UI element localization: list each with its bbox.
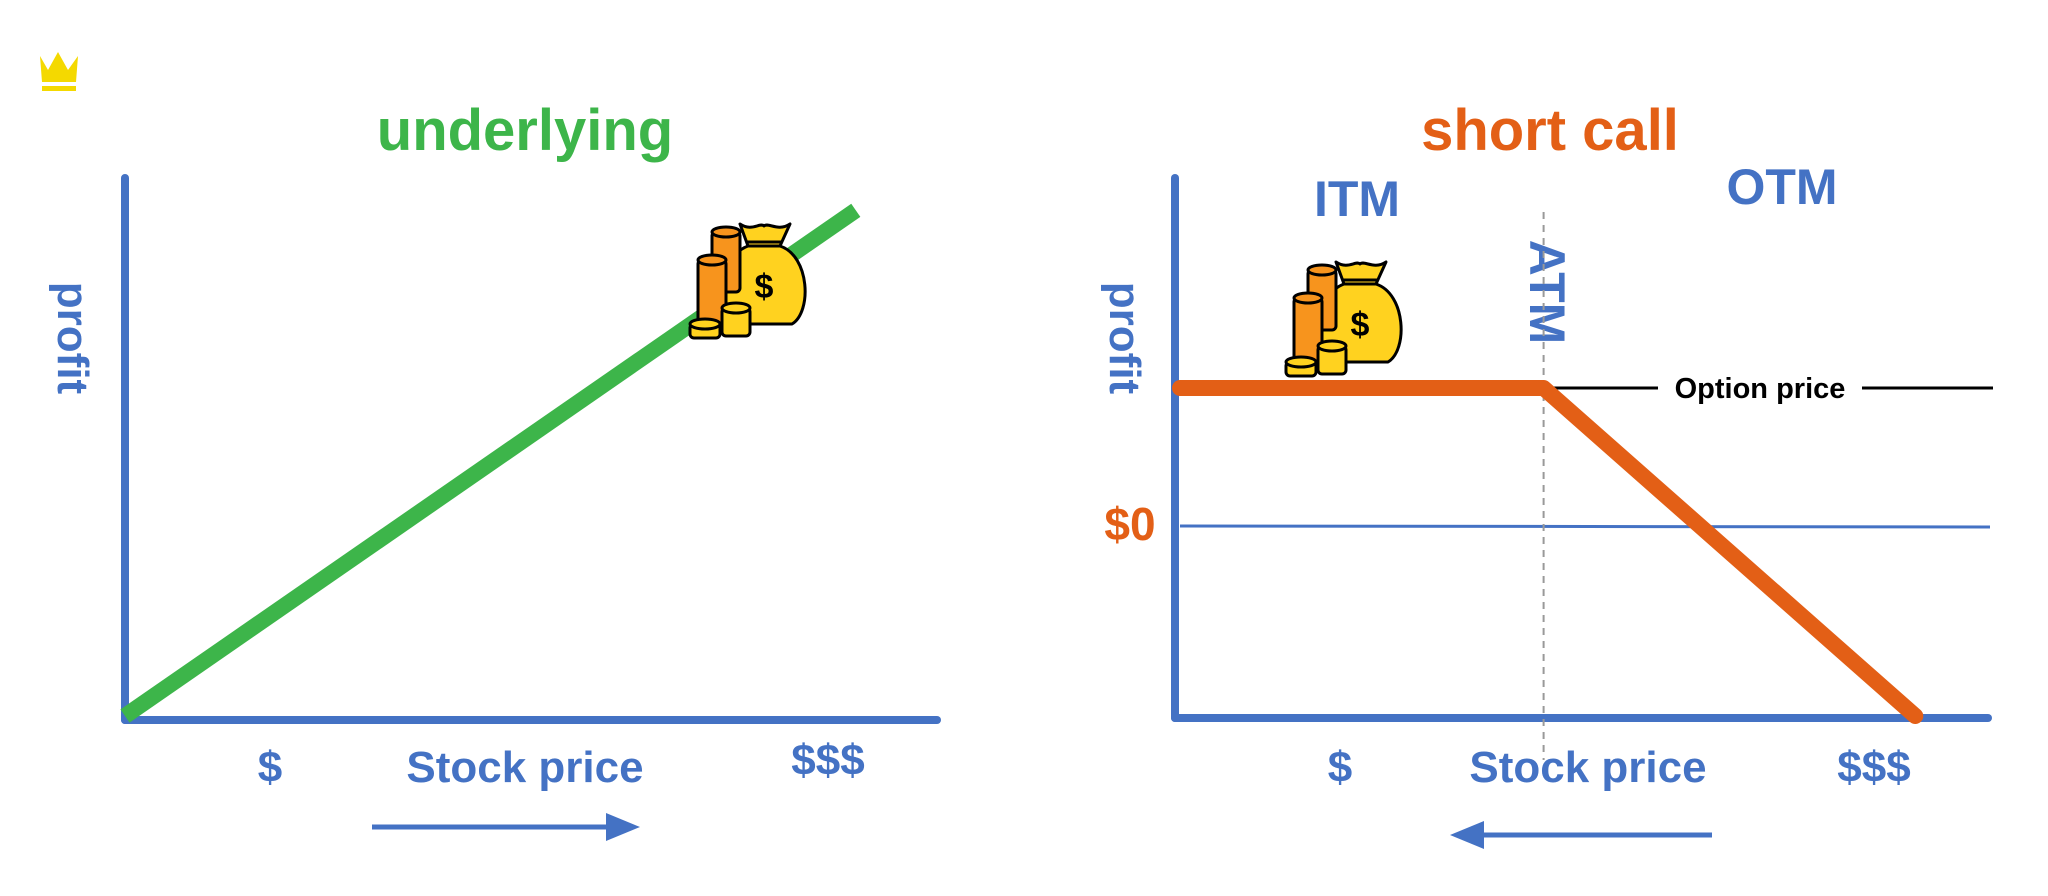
chart-underlying: underlying profit $ $ Stock price $$$ [48, 98, 941, 841]
money-bag-icon: $ [1284, 260, 1403, 378]
zero-label: $0 [1104, 498, 1155, 550]
series-line [1172, 380, 1924, 724]
y-axis-label: profit [48, 282, 97, 395]
option-price-annotation: Option price [1675, 373, 1846, 405]
zero-line [1179, 524, 1991, 529]
region-label-itm: ITM [1314, 171, 1400, 227]
x-tick-label: $ [1328, 743, 1352, 792]
svg-text:$: $ [755, 268, 774, 306]
chart-short-call: short call profit ITM ATM OTM $0 Option … [1100, 98, 1993, 849]
region-label-otm: OTM [1726, 159, 1837, 215]
crown-icon [40, 52, 78, 91]
x-tick-label: $$$ [1837, 743, 1910, 792]
x-tick-label: $ [258, 743, 282, 792]
x-tick-label: $$$ [791, 736, 864, 785]
y-axis-label: profit [1100, 282, 1149, 395]
x-axis-label: Stock price [406, 743, 643, 792]
money-bag-icon: $ [688, 222, 807, 340]
svg-text:$: $ [1351, 306, 1370, 344]
right-arrow-icon [372, 813, 640, 841]
region-label-atm: ATM [1519, 240, 1575, 345]
left-arrow-icon [1450, 821, 1712, 849]
chart-title: underlying [377, 98, 673, 163]
chart-title: short call [1421, 98, 1679, 163]
x-axis-label: Stock price [1469, 743, 1706, 792]
